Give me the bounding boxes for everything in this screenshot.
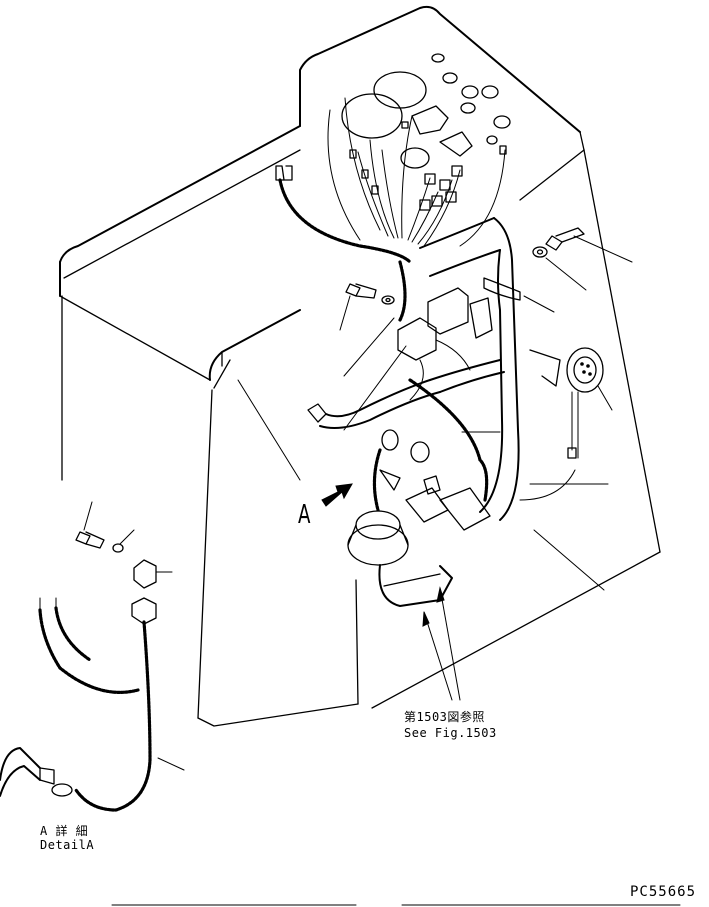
fasteners — [345, 227, 585, 305]
drawing-code: PC55665 — [630, 884, 697, 900]
main-harness — [275, 165, 520, 521]
horn — [519, 347, 604, 501]
detail-label-jp: A 詳 細 — [40, 824, 89, 838]
column-boot — [347, 429, 491, 607]
instrument-panel — [341, 53, 511, 169]
view-arrow — [321, 483, 353, 507]
cab-housing — [59, 5, 661, 727]
left-connector — [307, 359, 505, 429]
relay-block — [397, 287, 493, 401]
harness-wires-top — [327, 97, 507, 247]
reference-label-jp: 第1503図参照 — [404, 710, 485, 724]
detail-label-en: DetailA — [40, 838, 95, 852]
detail-a-parts — [0, 501, 185, 812]
leader-lines — [237, 235, 633, 591]
reference-arrows — [422, 586, 461, 701]
reference-label-en: See Fig.1503 — [404, 726, 497, 740]
view-label-a: A — [298, 500, 311, 530]
